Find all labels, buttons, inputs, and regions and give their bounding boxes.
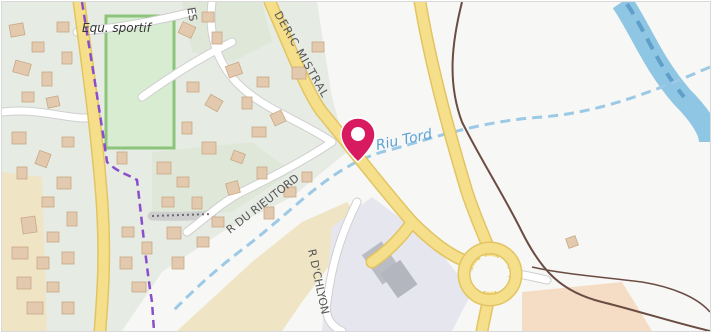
- location-pin-icon[interactable]: [340, 117, 376, 164]
- warehouse-building: [380, 259, 418, 299]
- park-area-middle: [152, 142, 292, 217]
- roundabout[interactable]: [459, 243, 521, 305]
- hiking-trail[interactable]: [80, 2, 156, 331]
- sand-area-bottom: [177, 202, 362, 331]
- facility-label: Equ. sportif: [82, 21, 153, 35]
- map-canvas[interactable]: ES Equ. sportif DERIC MISTRAL Riu Tord R…: [2, 2, 710, 331]
- buildings: [8, 11, 579, 315]
- street-label-top: ES: [184, 6, 199, 22]
- boundary-line: [451, 2, 710, 331]
- river-centerline: [625, 2, 686, 99]
- footpath: [151, 213, 213, 217]
- boundary-line-secondary: [531, 266, 710, 313]
- location-pin-dot: [351, 127, 365, 141]
- roundabout-center: [472, 256, 508, 292]
- beige-area: [522, 282, 652, 331]
